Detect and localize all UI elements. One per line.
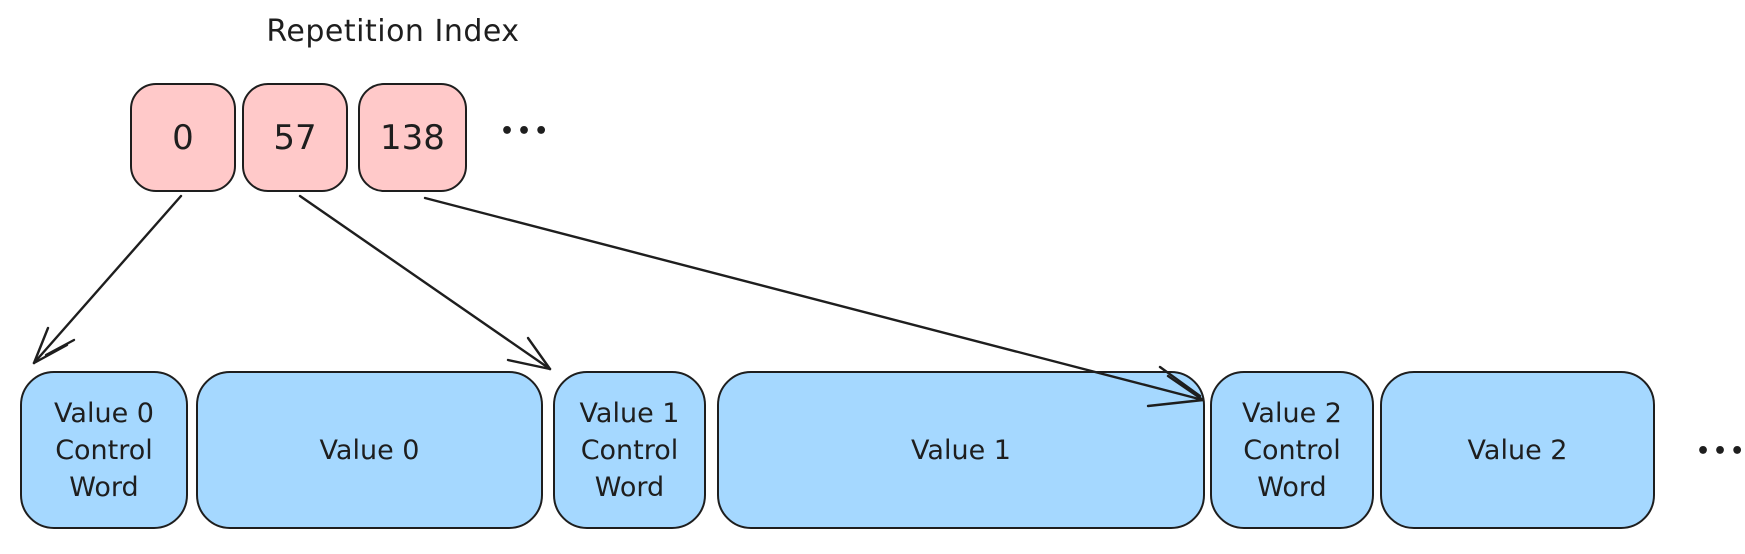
repetition-index-value: 138 [380, 117, 445, 158]
repetition-index-value: 57 [273, 117, 317, 158]
segment-value0-control-word: Value 0 Control Word [20, 371, 188, 529]
segment-label: Value 0 Control Word [54, 397, 154, 503]
diagram-title: Repetition Index [266, 14, 520, 49]
segment-label: Value 0 [319, 434, 420, 466]
repetition-index-value: 0 [172, 117, 194, 158]
arrow-57-to-value1-control-word [298, 194, 552, 371]
segment-value1: Value 1 [717, 371, 1205, 529]
repetition-index-cell-0: 0 [130, 83, 236, 192]
repetition-index-cell-1: 57 [242, 83, 348, 192]
segment-label: Value 2 [1467, 434, 1568, 466]
value-stream-ellipsis: ••• [1696, 439, 1745, 464]
segment-value1-control-word: Value 1 Control Word [553, 371, 706, 529]
arrow-0-to-value0-control-word [32, 194, 183, 365]
segment-label: Value 2 Control Word [1242, 397, 1342, 503]
segment-label: Value 1 [911, 434, 1011, 466]
segment-label: Value 1 Control Word [579, 397, 680, 503]
repetition-index-cell-2: 138 [358, 83, 467, 192]
segment-value2: Value 2 [1380, 371, 1655, 529]
segment-value2-control-word: Value 2 Control Word [1210, 371, 1374, 529]
repetition-index-ellipsis: ••• [500, 119, 552, 144]
segment-value0: Value 0 [196, 371, 543, 529]
